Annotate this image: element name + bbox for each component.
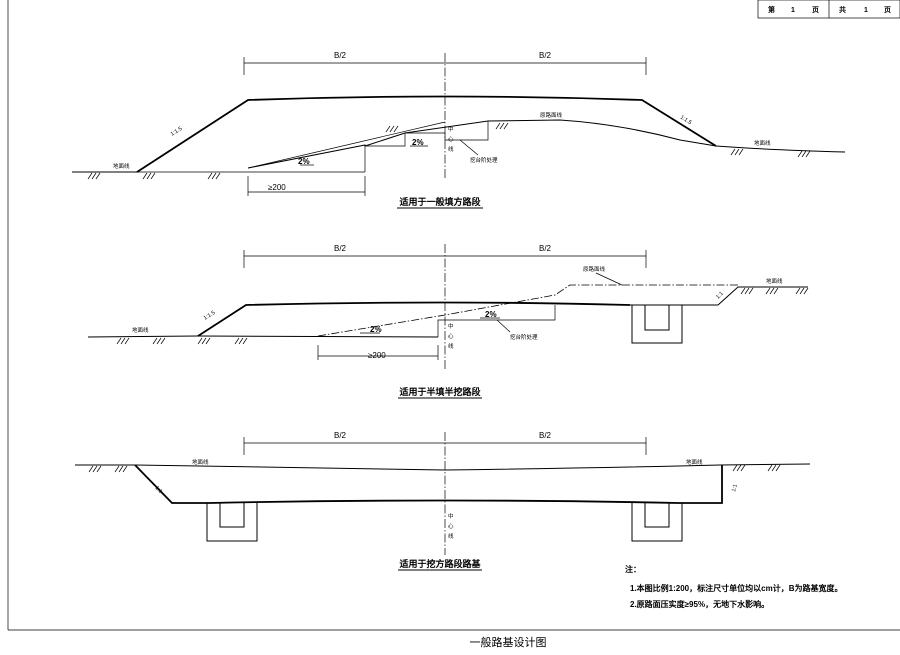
fill-ground-label-left: 地面线 — [113, 162, 130, 170]
half-cl-char-1: 中 — [448, 322, 454, 330]
fill-crossfall-right: 2% — [412, 138, 424, 147]
cut-cl-char-2: 心 — [448, 523, 454, 530]
total-number: 1 — [864, 7, 868, 14]
half-left-half-width-label: B/2 — [334, 244, 347, 253]
fill-caption: 适用于一般填方路段 — [399, 196, 481, 207]
drawing-title: 一般路基设计图 — [470, 636, 547, 649]
half-crossfall-left: 2% — [370, 325, 382, 334]
half-right-half-width-label: B/2 — [539, 244, 552, 253]
fill-ground-label-right: 地面线 — [754, 139, 771, 147]
page-label-a: 第 — [768, 5, 775, 14]
fill-section: B/2 B/2 2% 2% ≥200 1:1.5 1:1.5 地面线 地面线 原… — [72, 51, 846, 209]
fill-slope-right: 1:1.5 — [679, 115, 693, 127]
fill-slope-left: 1:1.5 — [170, 126, 184, 138]
cut-left-half-width-label: B/2 — [334, 431, 347, 440]
fill-original-surface — [247, 119, 846, 169]
total-label-b: 页 — [884, 6, 891, 14]
cut-section: B/2 B/2 1:1 1:1 地面线 地面线 中 心 线 适用于挖方路段路基 — [75, 431, 811, 571]
notes-block: 注： 1.本图比例1:200，标注尺寸单位均以cm计，B为路基宽度。 2.原路面… — [625, 564, 842, 609]
cut-ground-label-left: 地面线 — [192, 458, 209, 466]
half-slope-left: 1:1.5 — [203, 310, 217, 322]
fill-step-width: ≥200 — [268, 183, 286, 192]
notes-heading: 注： — [625, 564, 641, 574]
half-ditch-inner — [644, 305, 670, 331]
cut-cl-char-3: 线 — [448, 532, 454, 540]
half-ground-left — [87, 335, 439, 338]
cut-cl-char-1: 中 — [448, 512, 454, 520]
half-cl-char-3: 线 — [448, 342, 454, 350]
half-step-excavation-label: 挖台阶处理 — [510, 333, 538, 341]
cut-ditch-left-inner — [219, 503, 245, 528]
note-1: 1.本图比例1:200，标注尺寸单位均以cm计，B为路基宽度。 — [630, 583, 842, 593]
cut-ditch-right-outer — [631, 503, 683, 542]
cut-right-half-width-label: B/2 — [539, 431, 552, 440]
cut-caption: 适用于挖方路段路基 — [399, 558, 481, 569]
cut-ditch-right-inner — [644, 503, 670, 528]
cut-slope-left: 1:1 — [154, 485, 164, 495]
page-label-b: 页 — [812, 6, 819, 14]
fill-cl-char-3: 线 — [448, 145, 454, 153]
half-original-ground-label: 原路面线 — [583, 265, 606, 273]
half-step-width: ≥200 — [368, 351, 386, 360]
cut-ground-label-right: 地面线 — [686, 458, 703, 466]
fill-cl-char-1: 中 — [448, 125, 454, 133]
fill-left-half-width-label: B/2 — [334, 51, 347, 60]
cut-subgrade-outline — [134, 464, 723, 504]
fill-step-excavation-label: 挖台阶处理 — [470, 156, 498, 164]
cut-slope-right: 1:1 — [731, 484, 739, 493]
half-ground-right — [717, 286, 808, 306]
half-slope-right: 1:1 — [715, 291, 725, 301]
fill-cl-char-2: 心 — [448, 136, 454, 143]
page-number-box: 第 1 页 共 1 页 — [757, 0, 900, 19]
cut-ground-line — [75, 463, 811, 471]
half-step-excavation — [437, 305, 556, 337]
half-ditch-outer — [631, 305, 683, 344]
cut-ditch-left-outer — [206, 503, 258, 542]
half-road-body — [197, 301, 631, 337]
note-2: 2.原路面压实度≥95%，无地下水影响。 — [630, 599, 769, 609]
page-number: 1 — [791, 7, 795, 14]
fill-original-surface-label: 原路面线 — [540, 111, 563, 119]
half-caption: 适用于半填半挖路段 — [399, 386, 481, 397]
half-cl-char-2: 心 — [448, 333, 454, 340]
fill-step-excavation — [364, 121, 489, 172]
half-ground-label-right: 地面线 — [766, 277, 783, 285]
fill-right-half-width-label: B/2 — [539, 51, 552, 60]
half-ground-label-left: 地面线 — [132, 326, 149, 334]
half-section: B/2 B/2 2% 2% ≥200 1:1.5 1:1 地面线 地面线 原路面 — [87, 244, 809, 399]
fill-crossfall-left: 2% — [298, 157, 310, 166]
half-crossfall-right: 2% — [485, 310, 497, 319]
half-original-ground — [317, 284, 740, 337]
total-label-a: 共 — [839, 5, 846, 14]
fill-embankment-outline — [136, 95, 717, 173]
